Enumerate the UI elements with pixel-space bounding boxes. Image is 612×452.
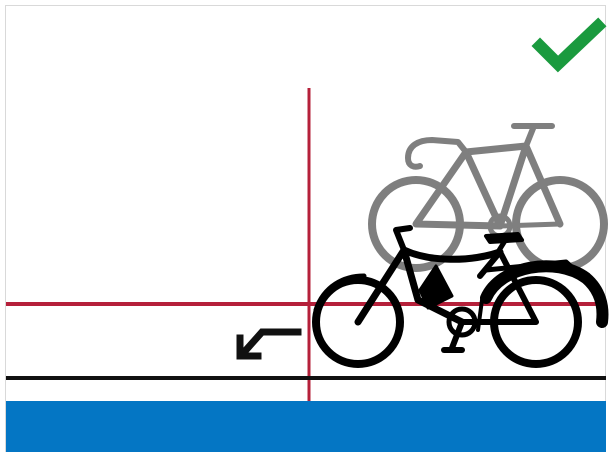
arrow-down-left-icon — [240, 332, 298, 356]
floor-band — [6, 401, 606, 452]
bicycle-back-icon — [372, 126, 604, 268]
checkmark-icon — [540, 26, 598, 64]
bicycle-front-icon — [316, 228, 602, 364]
